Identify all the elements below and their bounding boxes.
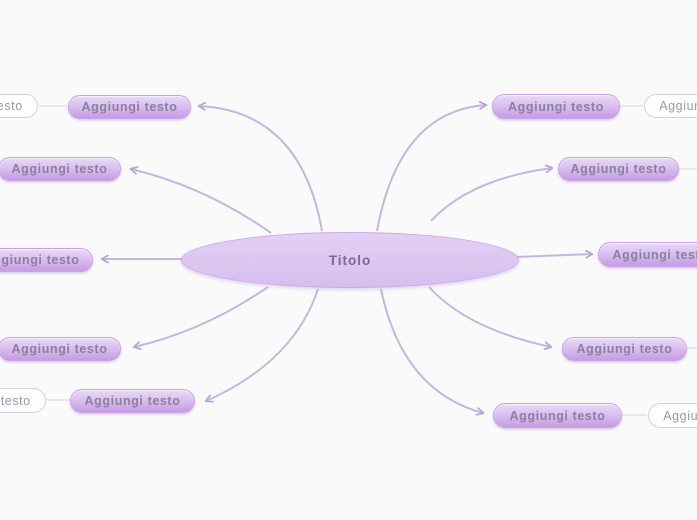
placeholder-node-left-1-child[interactable]: Aggiungi testo: [0, 94, 38, 118]
placeholder-node-label: Aggiungi testo: [663, 408, 697, 423]
branch-node-left-4[interactable]: Aggiungi testo: [0, 337, 121, 361]
branch-node-right-4[interactable]: Aggiungi testo: [562, 337, 687, 361]
branch-node-left-5[interactable]: Aggiungi testo: [70, 389, 195, 413]
branch-curve-left-5: [204, 288, 319, 403]
branch-node-right-3[interactable]: Aggiungi testo: [598, 242, 697, 267]
placeholder-node-label: Aggiungi testo: [0, 99, 23, 113]
branch-curve-right-5: [380, 288, 485, 416]
placeholder-node-right-1-child[interactable]: Aggiungi testo: [644, 94, 697, 118]
branch-node-label: Aggiungi testo: [11, 342, 108, 356]
branch-node-left-2[interactable]: Aggiungi testo: [0, 157, 121, 181]
branch-node-label: Aggiungi testo: [11, 162, 108, 176]
placeholder-node-left-5-child[interactable]: Aggiungi testo: [0, 388, 46, 413]
branch-node-label: Aggiungi testo: [84, 394, 181, 408]
branch-node-label: Aggiungi testo: [81, 100, 178, 114]
branch-node-label: Aggiungi testo: [508, 99, 604, 114]
branch-node-left-3[interactable]: Aggiungi testo: [0, 248, 93, 272]
branch-curve-right-4: [428, 286, 553, 351]
placeholder-node-label: Aggiungi testo: [659, 99, 697, 113]
branch-node-label: Aggiungi testo: [576, 342, 673, 356]
branch-node-right-5[interactable]: Aggiungi testo: [493, 403, 622, 428]
branch-node-label: Aggiungi testo: [0, 253, 80, 267]
branch-curve-left-4: [132, 286, 269, 350]
branch-curve-right-1: [376, 101, 488, 232]
branch-node-left-1[interactable]: Aggiungi testo: [68, 95, 191, 119]
branch-node-right-1[interactable]: Aggiungi testo: [492, 94, 620, 119]
branch-curve-right-2: [430, 164, 554, 222]
placeholder-node-right-5-child[interactable]: Aggiungi testo: [648, 403, 697, 428]
branch-curve-right-3: [515, 249, 594, 259]
root-topic-node[interactable]: Titolo: [181, 232, 519, 288]
branch-curve-left-2: [129, 166, 272, 234]
root-topic-label: Titolo: [328, 252, 372, 268]
placeholder-node-label: Aggiungi testo: [0, 393, 31, 408]
branch-node-label: Aggiungi testo: [612, 247, 697, 262]
branch-node-right-2[interactable]: Aggiungi testo: [558, 157, 679, 181]
branch-node-label: Aggiungi testo: [509, 408, 606, 423]
branch-node-label: Aggiungi testo: [570, 162, 667, 176]
branch-curve-left-1: [197, 101, 323, 232]
